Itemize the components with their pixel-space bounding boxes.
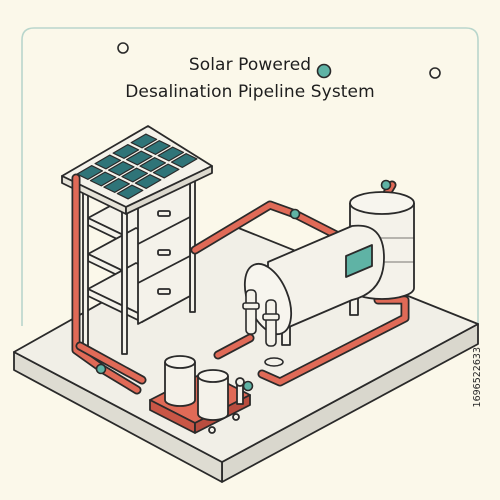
solar-cell xyxy=(157,146,185,162)
stock-id-label: 1696522633 xyxy=(472,347,483,408)
solar-cell xyxy=(144,140,171,155)
decor-dot xyxy=(429,67,441,79)
solar-cell xyxy=(125,150,153,166)
pipe-joints xyxy=(95,179,392,392)
solar-cell xyxy=(116,184,144,200)
solar-cell xyxy=(89,171,117,187)
solar-cell xyxy=(134,174,162,189)
solar-cells xyxy=(76,133,198,200)
frame xyxy=(21,27,479,326)
solar-cell xyxy=(139,157,167,172)
solar-cell xyxy=(121,167,149,183)
diagram-title: Solar Powered Desalination Pipeline Syst… xyxy=(100,52,400,106)
solar-cell xyxy=(103,178,130,193)
solar-cell xyxy=(130,133,158,149)
solar-cell xyxy=(112,144,140,159)
decor-dot xyxy=(117,42,129,54)
solar-cell xyxy=(76,165,104,180)
pipe-valve-icon xyxy=(242,289,284,367)
title-line-1: Solar Powered xyxy=(188,55,312,75)
solar-panel xyxy=(61,125,213,215)
solar-cell xyxy=(170,153,198,168)
pump-icon xyxy=(149,355,251,434)
solar-cell xyxy=(107,161,135,176)
decor-dot xyxy=(316,63,332,79)
solar-cell xyxy=(94,154,122,170)
title-line-2: Desalination Pipeline System xyxy=(125,82,375,102)
solar-cell xyxy=(152,163,180,179)
